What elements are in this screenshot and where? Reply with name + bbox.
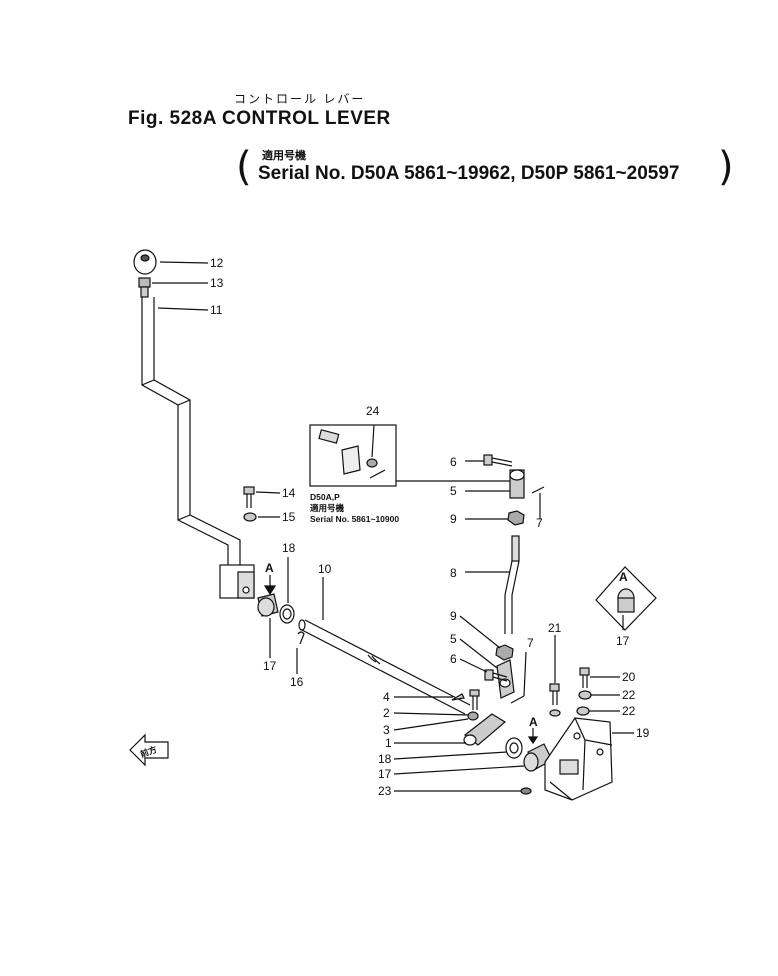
callout-11: 11 [210, 303, 223, 317]
callout-22a: 22 [622, 688, 636, 702]
callout-7b: 7 [527, 636, 534, 650]
callout-4: 4 [383, 690, 390, 704]
bolt-part-20 [579, 667, 590, 688]
callout-23: 23 [378, 784, 392, 798]
rod-part-8 [504, 535, 520, 634]
callout-14: 14 [282, 486, 296, 500]
nut-part-9a [507, 510, 525, 526]
pin-part-4 [451, 693, 465, 701]
callout-2: 2 [383, 706, 390, 720]
bolt-part-21 [549, 683, 561, 717]
washer-part-22a [578, 690, 592, 700]
callout-9a: 9 [450, 512, 457, 526]
callout-5a: 5 [450, 484, 457, 498]
pin-part-16 [297, 631, 305, 645]
lever-rod-part [141, 297, 255, 599]
grease-fitting-23 [520, 787, 532, 795]
front-direction-arrow [129, 733, 169, 767]
shaft-part-10 [298, 619, 471, 715]
open-parenthesis: ( [236, 144, 252, 190]
callout-20: 20 [622, 670, 636, 684]
inset-detail-box [309, 424, 397, 487]
serial-range: Serial No. D50A 5861~19962, D50P 5861~20… [258, 163, 680, 184]
callout-17c: 17 [616, 634, 630, 648]
callout-6b: 6 [450, 652, 457, 666]
callout-8: 8 [450, 566, 457, 580]
knob-part [133, 249, 157, 275]
detail-view-a [595, 566, 657, 631]
callout-17b: 17 [378, 767, 392, 781]
washer-part-22b [576, 706, 590, 716]
bracket-part-19 [544, 717, 613, 801]
serial-applicability-jp: 適用号機 [262, 150, 306, 162]
callout-22b: 22 [622, 704, 636, 718]
inset-serial-note: Serial No. 5861~10900 [310, 514, 399, 524]
bolt-part-6b [484, 669, 508, 682]
inset-model-note: D50A,P [310, 492, 340, 502]
bolt-part-14 [243, 486, 255, 508]
callout-18a: 18 [282, 541, 296, 555]
callout-19: 19 [636, 726, 650, 740]
nut-part-3 [467, 711, 479, 721]
view-marker-lower: A [529, 715, 538, 729]
lever-arm-part-1 [463, 713, 507, 746]
close-parenthesis: ) [718, 144, 734, 190]
callout-13: 13 [210, 276, 224, 290]
callout-12: 12 [210, 256, 224, 270]
view-marker-upper: A [265, 561, 274, 575]
callout-15: 15 [282, 510, 296, 524]
callout-16: 16 [290, 675, 304, 689]
nut-part-9b [495, 644, 514, 661]
view-a-arrow-lower [527, 728, 539, 745]
callout-5b: 5 [450, 632, 457, 646]
callout-18b: 18 [378, 752, 392, 766]
inset-jp-note: 適用号機 [310, 503, 345, 513]
bolt-part-6a [483, 454, 513, 467]
washer-part-15 [243, 512, 257, 522]
callout-21: 21 [548, 621, 562, 635]
clevis-part-5b [496, 659, 515, 699]
callout-10: 10 [318, 562, 332, 576]
japanese-title: コントロール レバー [234, 92, 366, 106]
callout-17a: 17 [263, 659, 277, 673]
callout-24: 24 [366, 404, 380, 418]
bolt-part-2 [469, 689, 480, 710]
bushing-part-17a [257, 593, 279, 617]
figure-title: Fig. 528A CONTROL LEVER [128, 108, 391, 129]
clevis-part-5a [509, 469, 525, 499]
nut-part [138, 277, 151, 288]
callout-9b: 9 [450, 609, 457, 623]
cotter-pin-7b [510, 695, 525, 704]
callout-1: 1 [385, 736, 392, 750]
callout-7a: 7 [536, 516, 543, 530]
view-a-arrow-upper [263, 575, 277, 596]
cotter-pin-7a [531, 486, 545, 494]
callout-3: 3 [383, 723, 390, 737]
view-marker-detail: A [619, 570, 628, 584]
callout-6a: 6 [450, 455, 457, 469]
